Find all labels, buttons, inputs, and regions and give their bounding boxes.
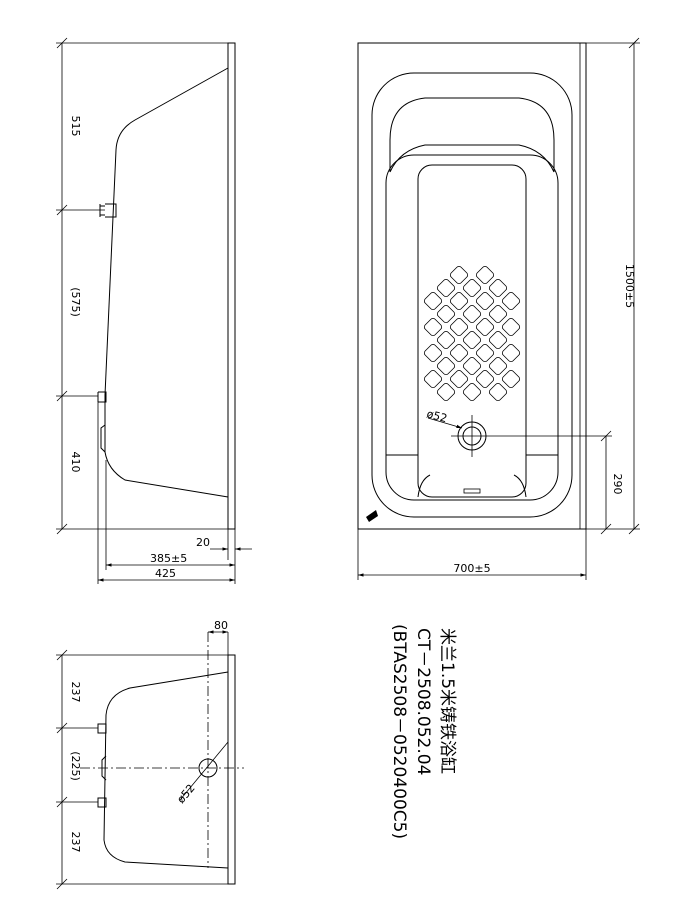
top-backrest bbox=[389, 97, 555, 172]
end-drain-leader bbox=[179, 741, 229, 801]
top-backrest-inner bbox=[389, 140, 555, 173]
side-dim-bottom: 410 bbox=[69, 452, 82, 473]
top-basin-floor bbox=[385, 154, 559, 501]
tick bbox=[56, 649, 68, 661]
drain-leader bbox=[427, 417, 463, 429]
top-dim-drain-offset: 290 bbox=[611, 474, 624, 495]
title-line-2: CT－2508.052.04 bbox=[413, 628, 433, 775]
top-basin-outer bbox=[371, 72, 573, 518]
top-overflow bbox=[463, 488, 481, 494]
tick bbox=[628, 37, 640, 49]
top-floor-panel bbox=[417, 164, 527, 498]
side-dim-depth-total: 425 bbox=[155, 567, 176, 580]
top-view: ø52 1500±5 290 700±5 bbox=[357, 37, 640, 580]
top-dim-length: 1500±5 bbox=[623, 264, 636, 308]
tick bbox=[56, 204, 68, 216]
end-dim-mid: (225) bbox=[69, 751, 82, 781]
side-overflow-fitting bbox=[99, 203, 117, 218]
side-dim-mid: (575) bbox=[69, 287, 82, 317]
end-drain-dia: ø52 bbox=[174, 782, 197, 806]
side-body-outline bbox=[104, 67, 229, 498]
side-drain-fitting bbox=[97, 391, 107, 403]
end-drain-fitting bbox=[97, 797, 107, 808]
title-block: 米兰1.5米铸铁浴缸 CT－2508.052.04 (BTAS2508－0520… bbox=[389, 624, 458, 839]
end-overflow-fitting bbox=[97, 723, 107, 734]
side-dim-rim: 20 bbox=[196, 536, 210, 549]
corner-mark bbox=[366, 510, 378, 522]
top-footwell bbox=[386, 454, 558, 498]
top-drain-dia: ø52 bbox=[425, 407, 448, 425]
top-dim-width: 700±5 bbox=[453, 562, 490, 575]
side-dim-top: 515 bbox=[69, 116, 82, 137]
top-outer-rim bbox=[357, 42, 587, 530]
tick bbox=[628, 523, 640, 535]
end-dim-bottom: 237 bbox=[69, 832, 82, 853]
side-rim bbox=[227, 42, 236, 530]
side-view: 515 (575) 410 20 385±5 425 bbox=[56, 37, 252, 584]
tick bbox=[56, 37, 68, 49]
tick bbox=[600, 523, 612, 535]
side-dim-depth-inner: 385±5 bbox=[150, 552, 187, 565]
end-view: ø52 80 237 (225) 237 bbox=[56, 619, 244, 890]
anti-slip-pattern bbox=[423, 265, 521, 402]
tick bbox=[56, 722, 68, 734]
end-rim bbox=[227, 654, 236, 885]
tick bbox=[56, 878, 68, 890]
end-dim-top: 237 bbox=[69, 682, 82, 703]
end-body-outline bbox=[103, 671, 229, 869]
tick bbox=[56, 390, 68, 402]
end-dim-drain-pos: 80 bbox=[214, 619, 228, 632]
tick bbox=[56, 796, 68, 808]
tick bbox=[56, 523, 68, 535]
side-drain-body bbox=[100, 424, 106, 453]
tick bbox=[600, 430, 612, 442]
title-line-3: (BTAS2508－0520400C5) bbox=[389, 624, 409, 839]
title-line-1: 米兰1.5米铸铁浴缸 bbox=[437, 628, 458, 774]
